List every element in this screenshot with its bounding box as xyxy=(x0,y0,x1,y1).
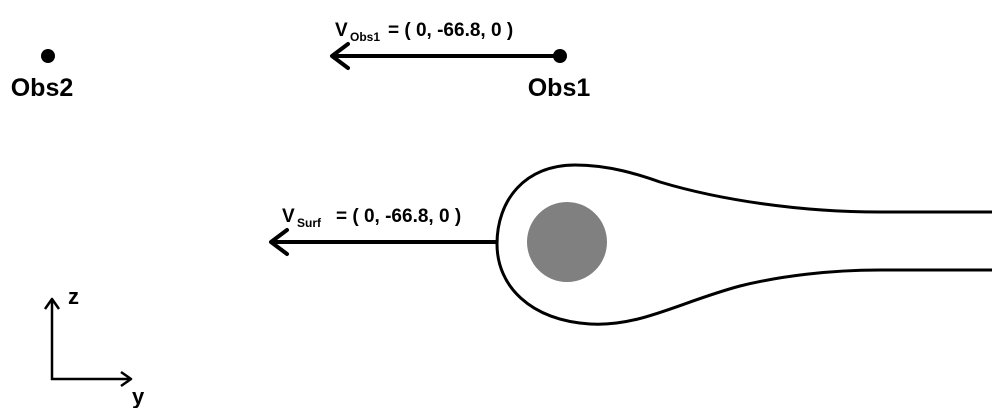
surface-velocity: V Surf = ( 0, -66.8, 0 ) xyxy=(269,206,497,256)
y-axis-label: y xyxy=(132,384,145,408)
coordinate-axes: z y xyxy=(43,284,145,408)
surf-velocity-value: = ( 0, -66.8, 0 ) xyxy=(336,206,461,227)
y-axis-arrowhead xyxy=(120,370,133,388)
surf-velocity-symbol: V xyxy=(282,206,295,227)
z-axis-arrowhead xyxy=(43,297,61,310)
obs1-velocity-subscript: Obs1 xyxy=(350,30,380,44)
observer-obs1: Obs1 V Obs1 = ( 0, -66.8, 0 ) xyxy=(330,20,591,102)
surf-velocity-arrowhead xyxy=(269,228,289,256)
z-axis-label: z xyxy=(68,284,79,309)
surface-body xyxy=(495,163,992,326)
obs1-label: Obs1 xyxy=(528,74,591,102)
inner-disc xyxy=(527,202,607,282)
obs2-point xyxy=(41,49,55,63)
obs1-velocity-value: = ( 0, -66.8, 0 ) xyxy=(388,20,513,41)
surf-velocity-subscript: Surf xyxy=(297,216,322,230)
obs1-velocity-symbol: V xyxy=(335,20,348,41)
obs1-point xyxy=(553,49,567,63)
obs1-velocity-arrowhead xyxy=(330,42,350,70)
obs2-label: Obs2 xyxy=(11,74,74,102)
observer-obs2: Obs2 xyxy=(11,49,74,102)
teardrop-outline xyxy=(495,163,992,326)
